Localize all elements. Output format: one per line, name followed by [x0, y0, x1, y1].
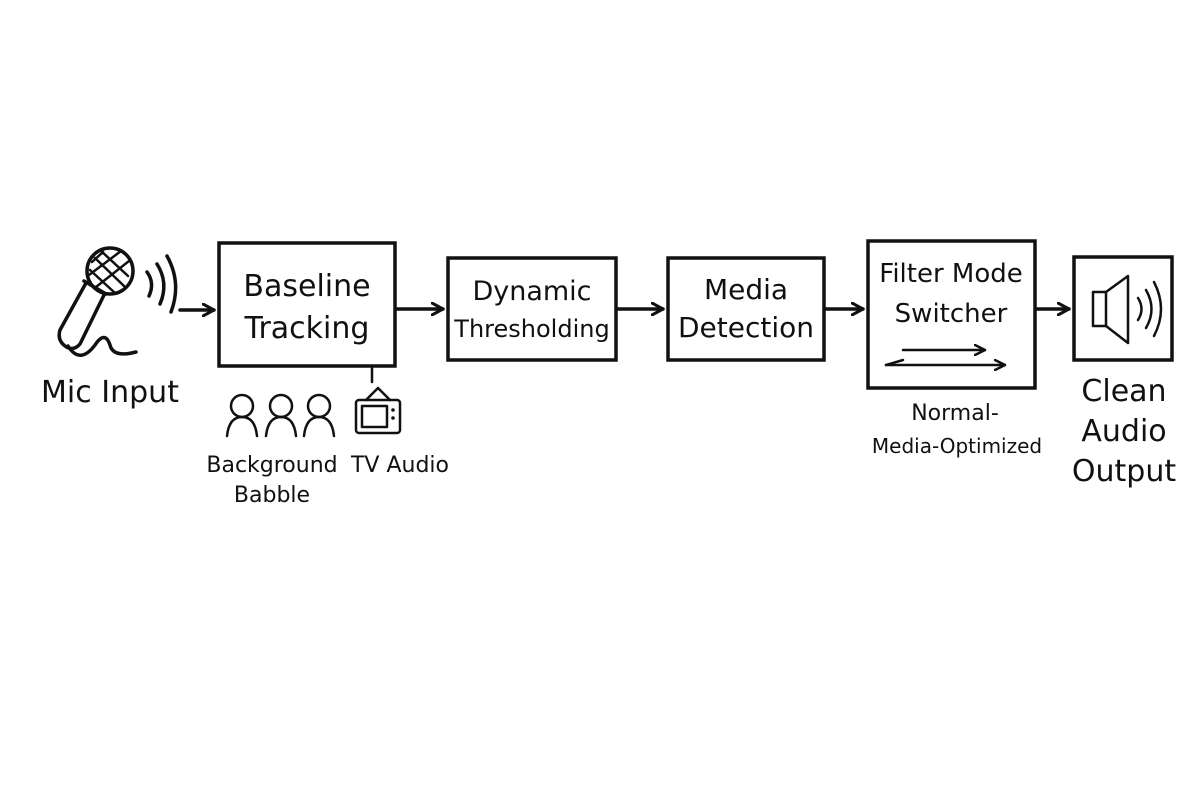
filter-mode-switcher-box: [866, 239, 1037, 390]
mode-caption-line1: Normal-: [911, 401, 999, 426]
clean-audio-output-line2: Audio: [1081, 414, 1166, 449]
media-detection-line2: Detection: [678, 311, 814, 344]
baseline-tracking-box: [217, 241, 397, 368]
background-babble-line2: Babble: [234, 483, 310, 508]
background-babble-line1: Background: [206, 453, 337, 478]
mic-input-label: Mic Input: [41, 375, 179, 410]
baseline-tracking-line1: Baseline: [243, 269, 370, 304]
speaker-icon: [1091, 274, 1163, 345]
people-icon: [225, 393, 336, 438]
dynamic-thresholding-line1: Dynamic: [472, 276, 591, 307]
tv-audio-label: TV Audio: [350, 453, 449, 478]
clean-audio-output-line1: Clean: [1081, 374, 1166, 409]
clean-audio-output-box: [1072, 255, 1174, 362]
tv-icon: [354, 386, 402, 435]
clean-audio-output-line3: Output: [1072, 454, 1176, 489]
dynamic-thresholding-box: [446, 256, 618, 362]
filter-mode-switcher-line2: Switcher: [895, 299, 1008, 329]
media-detection-line1: Media: [704, 273, 788, 306]
dynamic-thresholding-line2: Thresholding: [453, 315, 609, 343]
filter-mode-switcher-line1: Filter Mode: [879, 259, 1023, 289]
baseline-tracking-line2: Tracking: [244, 311, 370, 346]
mode-switch-arrows-icon: [884, 350, 1007, 365]
media-detection-box: [666, 256, 826, 362]
microphone-icon: [57, 246, 178, 357]
mode-caption-line2: Media-Optimized: [872, 434, 1042, 458]
